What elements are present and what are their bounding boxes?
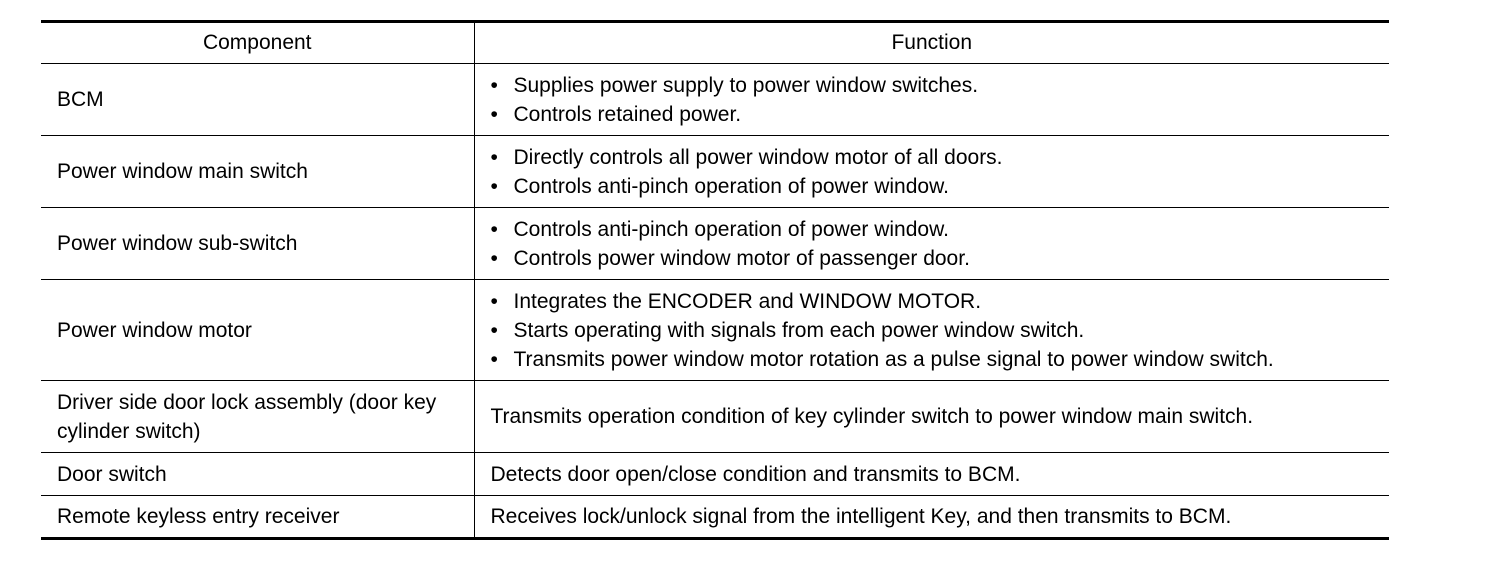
function-bullet-item: Integrates the ENCODER and WINDOW MOTOR. [491, 287, 1390, 316]
function-list: Supplies power supply to power window sw… [491, 71, 1390, 129]
table-row: Driver side door lock assembly (door key… [41, 380, 1389, 453]
function-cell: Controls anti-pinch operation of power w… [474, 207, 1390, 280]
component-cell: Door switch [41, 452, 475, 496]
component-function-table-container: Component Function BCM Supplies power su… [41, 20, 1389, 540]
function-bullet-item: Controls anti-pinch operation of power w… [491, 215, 1390, 244]
table-row: Door switch Detects door open/close cond… [41, 452, 1389, 496]
table-body: BCM Supplies power supply to power windo… [41, 63, 1390, 540]
function-list: Controls anti-pinch operation of power w… [491, 215, 1390, 273]
function-cell: Detects door open/close condition and tr… [474, 452, 1389, 496]
component-function-table: Component Function BCM Supplies power su… [41, 20, 1389, 540]
function-bullet-item: Transmits power window motor rotation as… [491, 345, 1390, 374]
component-cell: Power window sub-switch [41, 207, 475, 280]
function-bullet-item: Controls retained power. [491, 100, 1390, 129]
component-cell: Power window motor [41, 279, 475, 381]
function-bullet-item: Controls anti-pinch operation of power w… [491, 172, 1390, 201]
table-row: BCM Supplies power supply to power windo… [41, 63, 1390, 136]
component-cell: Remote keyless entry receiver [41, 495, 475, 540]
table-row: Power window sub-switch Controls anti-pi… [41, 207, 1390, 280]
component-cell: Power window main switch [41, 135, 475, 208]
column-header-function: Function [474, 21, 1389, 64]
component-cell: Driver side door lock assembly (door key… [41, 380, 475, 453]
component-cell: BCM [41, 63, 475, 136]
header-row: Component Function [41, 21, 1389, 64]
function-bullet-item: Directly controls all power window motor… [491, 143, 1390, 172]
function-bullet-item: Supplies power supply to power window sw… [491, 71, 1390, 100]
function-cell: Integrates the ENCODER and WINDOW MOTOR.… [474, 279, 1390, 381]
function-bullet-item: Controls power window motor of passenger… [491, 244, 1390, 273]
function-list: Integrates the ENCODER and WINDOW MOTOR.… [491, 287, 1390, 374]
column-header-component: Component [41, 21, 475, 64]
function-cell: Receives lock/unlock signal from the int… [474, 495, 1389, 540]
table-row: Power window motor Integrates the ENCODE… [41, 279, 1390, 381]
function-cell: Transmits operation condition of key cyl… [474, 380, 1389, 453]
table-row: Remote keyless entry receiver Receives l… [41, 495, 1389, 540]
function-cell: Supplies power supply to power window sw… [474, 63, 1390, 136]
function-list: Directly controls all power window motor… [491, 143, 1390, 201]
table-header: Component Function [41, 21, 1389, 64]
function-cell: Directly controls all power window motor… [474, 135, 1390, 208]
table-row: Power window main switch Directly contro… [41, 135, 1390, 208]
function-bullet-item: Starts operating with signals from each … [491, 316, 1390, 345]
